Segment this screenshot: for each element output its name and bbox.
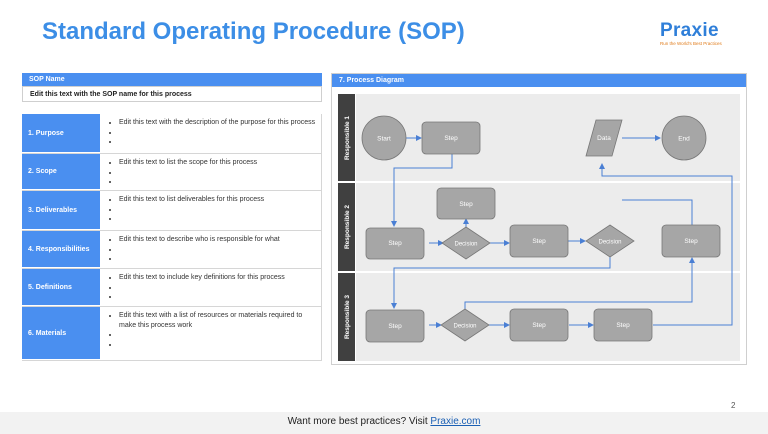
sop-bullet[interactable]: [119, 254, 317, 264]
sop-row: 5. Definitions Edit this text to include …: [22, 269, 322, 307]
logo-tagline: Run the World's Best Practices: [660, 41, 722, 46]
end-node[interactable]: [661, 115, 707, 161]
sop-bullet[interactable]: [119, 340, 317, 350]
lane-1-label-bar: [338, 94, 355, 181]
sop-row-label: 1. Purpose: [22, 114, 100, 153]
process-diagram: Responsible 1 Responsible 2 Responsible …: [338, 94, 740, 361]
sop-row: 4. Responsibilities Edit this text to des…: [22, 231, 322, 269]
sop-row: 2. Scope Edit this text to list the scope…: [22, 154, 322, 191]
sop-bullet[interactable]: Edit this text with the description of t…: [119, 118, 317, 128]
step-node-b-lane3[interactable]: [509, 308, 569, 342]
sop-bullet[interactable]: [119, 214, 317, 224]
step-node-c-lane3[interactable]: [593, 308, 653, 342]
sop-row-body[interactable]: Edit this text to list deliverables for …: [100, 191, 322, 230]
sop-row-body[interactable]: Edit this text with the description of t…: [100, 114, 322, 153]
step-label-b-lane2: Step: [532, 238, 546, 245]
connector-stepc-up: [622, 199, 693, 225]
lane-2-label-bar: [338, 183, 355, 271]
sop-row-label: 3. Deliverables: [22, 191, 100, 230]
decision-node-lane3[interactable]: [440, 308, 490, 342]
step-label-a-lane3: Step: [388, 323, 402, 330]
sop-bullet[interactable]: [119, 168, 317, 178]
sop-row-body[interactable]: Edit this text to describe who is respon…: [100, 231, 322, 268]
decision-label-lane3: Decision: [453, 324, 476, 330]
sop-bullet[interactable]: Edit this text to include key definition…: [119, 273, 317, 283]
slide: Standard Operating Procedure (SOP) Praxi…: [0, 0, 768, 412]
connector-to-data: [599, 163, 733, 326]
step-node-a-lane2[interactable]: [365, 227, 425, 260]
praxie-logo[interactable]: Praxie Run the World's Best Practices: [660, 20, 740, 46]
step-label-b-lane3: Step: [532, 322, 546, 329]
data-node[interactable]: [585, 119, 623, 157]
logo-word: Praxie: [660, 20, 719, 41]
sop-row-label: 2. Scope: [22, 154, 100, 190]
process-diagram-header: 7. Process Diagram: [332, 74, 746, 87]
lane-3-label: Responsible 3: [344, 295, 351, 339]
connector-decision-to-lane3: [391, 257, 611, 309]
step-label-top-lane2: Step: [459, 201, 473, 208]
decision-node-b-lane2[interactable]: [585, 224, 635, 258]
sop-row-label: 4. Responsibilities: [22, 231, 100, 268]
sop-bullet[interactable]: Edit this text to list the scope for thi…: [119, 158, 317, 168]
sop-name-field[interactable]: Edit this text with the SOP name for thi…: [22, 86, 322, 102]
sop-bullet[interactable]: [119, 128, 317, 138]
footer-text: Want more best practices? Visit: [287, 416, 431, 427]
step-label-a-lane2: Step: [388, 240, 402, 247]
step-label-lane1: Step: [444, 135, 458, 142]
step-label-c-lane3: Step: [616, 322, 630, 329]
slide-title: Standard Operating Procedure (SOP): [42, 18, 465, 45]
sop-bullet[interactable]: [119, 292, 317, 302]
footer: Want more best practices? Visit Praxie.c…: [0, 412, 768, 434]
sop-bullet[interactable]: [119, 177, 317, 187]
sop-row: 1. Purpose Edit this text with the descri…: [22, 114, 322, 154]
lane-1-label: Responsible 1: [344, 116, 351, 160]
step-node-c-lane2[interactable]: [661, 224, 721, 258]
step-node-top-lane2[interactable]: [436, 187, 496, 220]
sop-table: SOP Name Edit this text with the SOP nam…: [22, 73, 322, 365]
sop-row-label: 6. Materials: [22, 307, 100, 360]
start-label: Start: [377, 136, 391, 143]
sop-row-label: 5. Definitions: [22, 269, 100, 306]
sop-row-body[interactable]: Edit this text to include key definition…: [100, 269, 322, 306]
step-node-b-lane2[interactable]: [509, 224, 569, 258]
start-node[interactable]: [361, 115, 407, 161]
footer-link[interactable]: Praxie.com: [430, 416, 481, 427]
sop-row: 6. Materials Edit this text with a list o…: [22, 307, 322, 361]
sop-row-body[interactable]: Edit this text with a list of resources …: [100, 307, 322, 360]
connector-decision-to-stepc: [464, 257, 695, 311]
sop-row-body[interactable]: Edit this text to list the scope for thi…: [100, 154, 322, 190]
sop-bullet[interactable]: [119, 330, 317, 340]
sop-bullet[interactable]: [119, 137, 317, 147]
data-label: Data: [597, 135, 611, 142]
page-number: 2: [731, 401, 736, 410]
step-node-a-lane3[interactable]: [365, 309, 425, 343]
end-label: End: [678, 136, 690, 143]
sop-bullet[interactable]: [119, 205, 317, 215]
decision-label-b-lane2: Decision: [598, 240, 621, 246]
lane-2-label: Responsible 2: [344, 205, 351, 249]
sop-row: 3. Deliverables Edit this text to list de…: [22, 191, 322, 231]
step-label-c-lane2: Step: [684, 238, 698, 245]
sop-bullet[interactable]: Edit this text to list deliverables for …: [119, 195, 317, 205]
sop-bullet[interactable]: [119, 245, 317, 255]
decision-node-a-lane2[interactable]: [441, 226, 491, 260]
sop-bullet[interactable]: [119, 283, 317, 293]
sop-name-header: SOP Name: [22, 73, 322, 86]
step-node-lane1[interactable]: [421, 121, 481, 155]
connector-step-to-lane2: [391, 154, 453, 227]
lane-3-label-bar: [338, 273, 355, 361]
sop-bullet[interactable]: Edit this text with a list of resources …: [119, 311, 317, 330]
sop-bullet[interactable]: Edit this text to describe who is respon…: [119, 235, 317, 245]
process-diagram-panel: 7. Process Diagram Responsible 1 Respons…: [331, 73, 747, 365]
decision-label-a-lane2: Decision: [454, 242, 477, 248]
